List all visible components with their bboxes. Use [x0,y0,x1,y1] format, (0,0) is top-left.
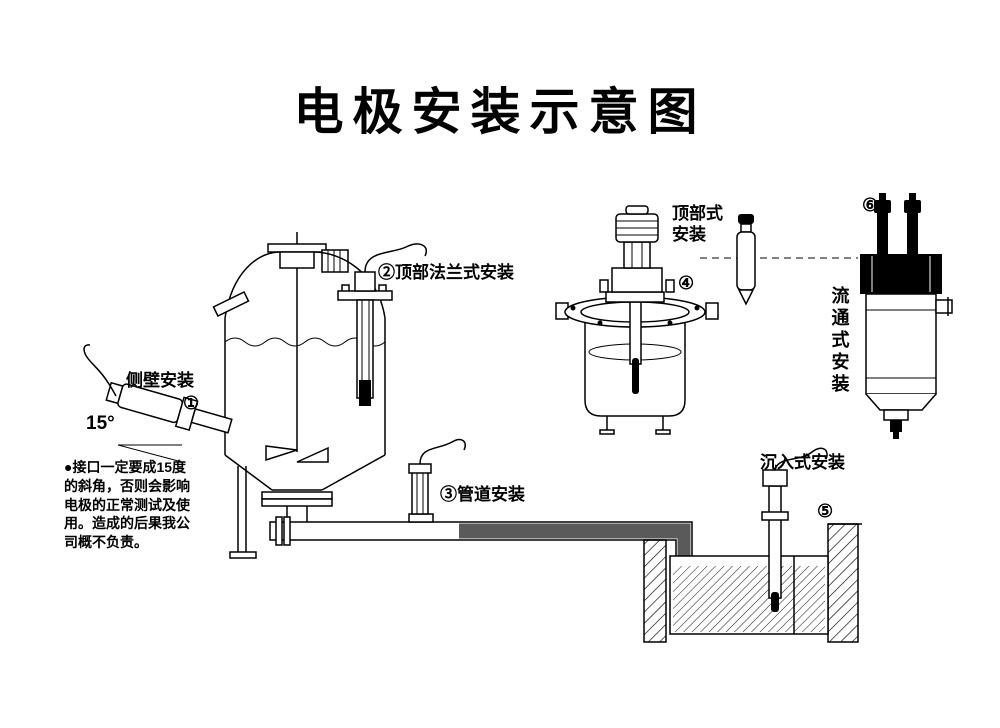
side-wall-electrode [83,344,233,463]
flow-through-cell [860,193,953,439]
angle-wedge [117,444,183,463]
label-submersion-install: 沉入式安装 [760,453,845,472]
submersion-electrode [761,447,828,612]
reactor-tank [212,232,386,559]
label-top-type-install: 顶部式 安装 [672,204,723,245]
submersion-pit [643,523,862,643]
label-flow-through-install: 流通式安装 [829,286,850,396]
pipeline-electrode [408,438,466,523]
page-title: 电极安装示意图 [293,82,707,141]
badge-5: ⑤ [817,501,834,521]
label-pipeline-install: ③管道安装 [440,485,525,504]
label-side-wall-install: 侧壁安装 [126,371,194,390]
electrode-cable [774,447,828,471]
badge-4: ④ [678,273,695,293]
top-type-vessel [555,205,719,435]
electrode-cable [364,243,427,273]
electrode-cable [419,438,466,465]
label-top-flange-install: ②顶部法兰式安装 [378,263,514,282]
badge-6: ⑥ [862,195,879,215]
label-angle-15: 15° [86,413,115,434]
electrode-cable [83,344,117,397]
warning-note: ●接口一定要成15度 的斜角，否则会影响 电极的正常测试及使 用。造成的后果我公… [64,459,190,550]
badge-1: ① [183,393,200,413]
reference-electrode-probe [736,214,756,306]
top-flange-electrode [337,243,427,406]
